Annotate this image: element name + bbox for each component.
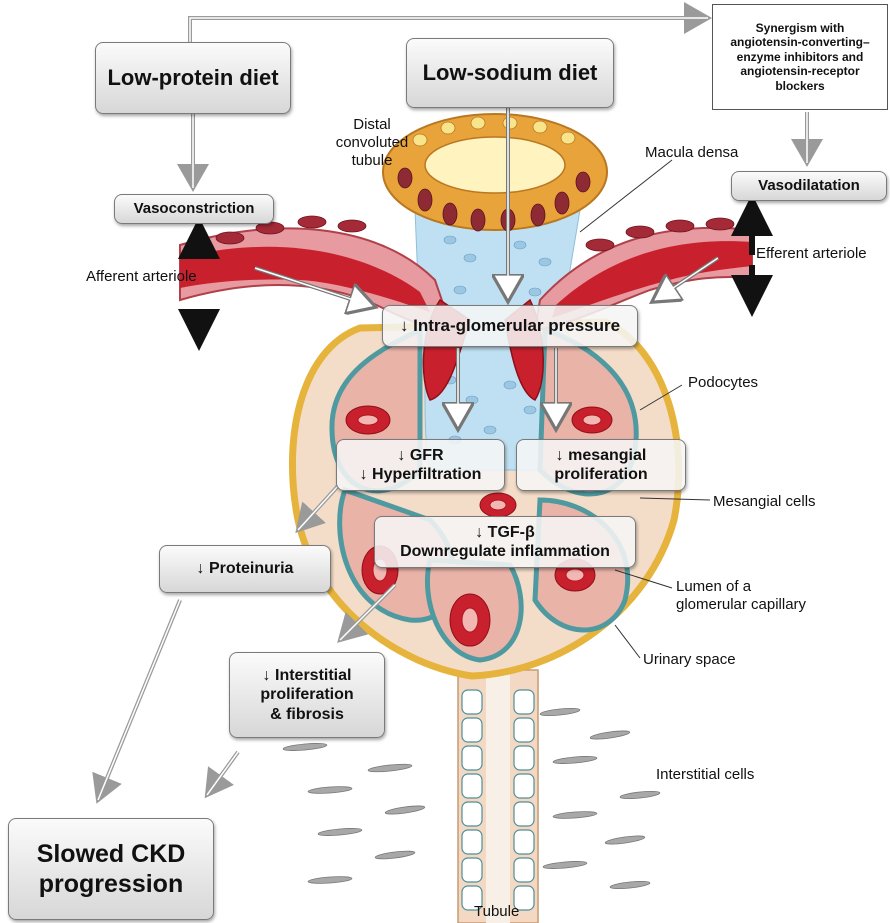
slowed-ckd-label: Slowed CKD (37, 839, 186, 869)
lumen-label-line1: Lumen of a (676, 578, 806, 596)
afferent-arteriole-label: Afferent arteriole (86, 268, 197, 286)
vasodilatation-box: Vasodilatation (731, 171, 887, 201)
fibrosis-label: & fibrosis (270, 705, 344, 724)
distal-label-line2: convoluted (332, 134, 412, 152)
slowed-ckd-box: Slowed CKD progression (8, 818, 214, 920)
synergism-box: Synergism with angiotensin-converting–en… (712, 4, 888, 110)
lumen-label-line2: glomerular capillary (676, 596, 806, 614)
urinary-space-label: Urinary space (643, 651, 736, 669)
tgf-beta-label: ↓ TGF-β (475, 523, 535, 542)
interstitial-cells-label: Interstitial cells (656, 766, 754, 784)
gfr-label: ↓ GFR (397, 446, 443, 465)
vasodilatation-label: Vasodilatation (758, 177, 860, 195)
interstitial-fibrosis-box: ↓ Interstitial proliferation & fibrosis (229, 652, 385, 738)
proteinuria-label: ↓ Proteinuria (197, 559, 294, 578)
efferent-arteriole-label: Efferent arteriole (756, 245, 867, 263)
tubule-label: Tubule (474, 903, 519, 921)
tgf-beta-box: ↓ TGF-β Downregulate inflammation (374, 516, 636, 568)
proteinuria-box: ↓ Proteinuria (159, 545, 331, 593)
intra-glomerular-pressure-box: ↓ Intra-glomerular pressure (382, 305, 638, 347)
hyperfiltration-label: ↓ Hyperfiltration (360, 465, 482, 484)
low-sodium-diet-label: Low-sodium diet (423, 60, 598, 86)
gfr-hyperfiltration-box: ↓ GFR ↓ Hyperfiltration (336, 439, 505, 491)
progression-label: progression (39, 869, 183, 899)
mesangial-proliferation-label: proliferation (554, 465, 647, 484)
vasoconstriction-box: Vasoconstriction (114, 194, 274, 224)
macula-densa-label: Macula densa (645, 144, 738, 162)
downregulate-inflammation-label: Downregulate inflammation (400, 542, 610, 561)
low-protein-diet-box: Low-protein diet (95, 42, 291, 114)
lumen-label: Lumen of a glomerular capillary (676, 578, 806, 614)
distal-label-line1: Distal (332, 116, 412, 134)
podocytes-label: Podocytes (688, 374, 758, 392)
low-sodium-diet-box: Low-sodium diet (406, 38, 614, 108)
low-protein-diet-label: Low-protein diet (107, 65, 278, 91)
mesangial-cells-label: Mesangial cells (713, 493, 816, 511)
mesangial-label: ↓ mesangial (556, 446, 647, 465)
interstitial-proliferation-label: proliferation (260, 685, 353, 704)
tubule-structure (458, 670, 538, 923)
interstitial-label: ↓ Interstitial (263, 666, 352, 685)
synergism-label: Synergism with angiotensin-converting–en… (719, 21, 881, 93)
intra-glomerular-pressure-label: ↓ Intra-glomerular pressure (400, 316, 620, 336)
distal-tubule-label: Distal convoluted tubule (332, 116, 412, 170)
distal-tubule (383, 114, 607, 231)
vasoconstriction-label: Vasoconstriction (134, 200, 255, 218)
mesangial-proliferation-box: ↓ mesangial proliferation (516, 439, 686, 491)
distal-label-line3: tubule (332, 152, 412, 170)
